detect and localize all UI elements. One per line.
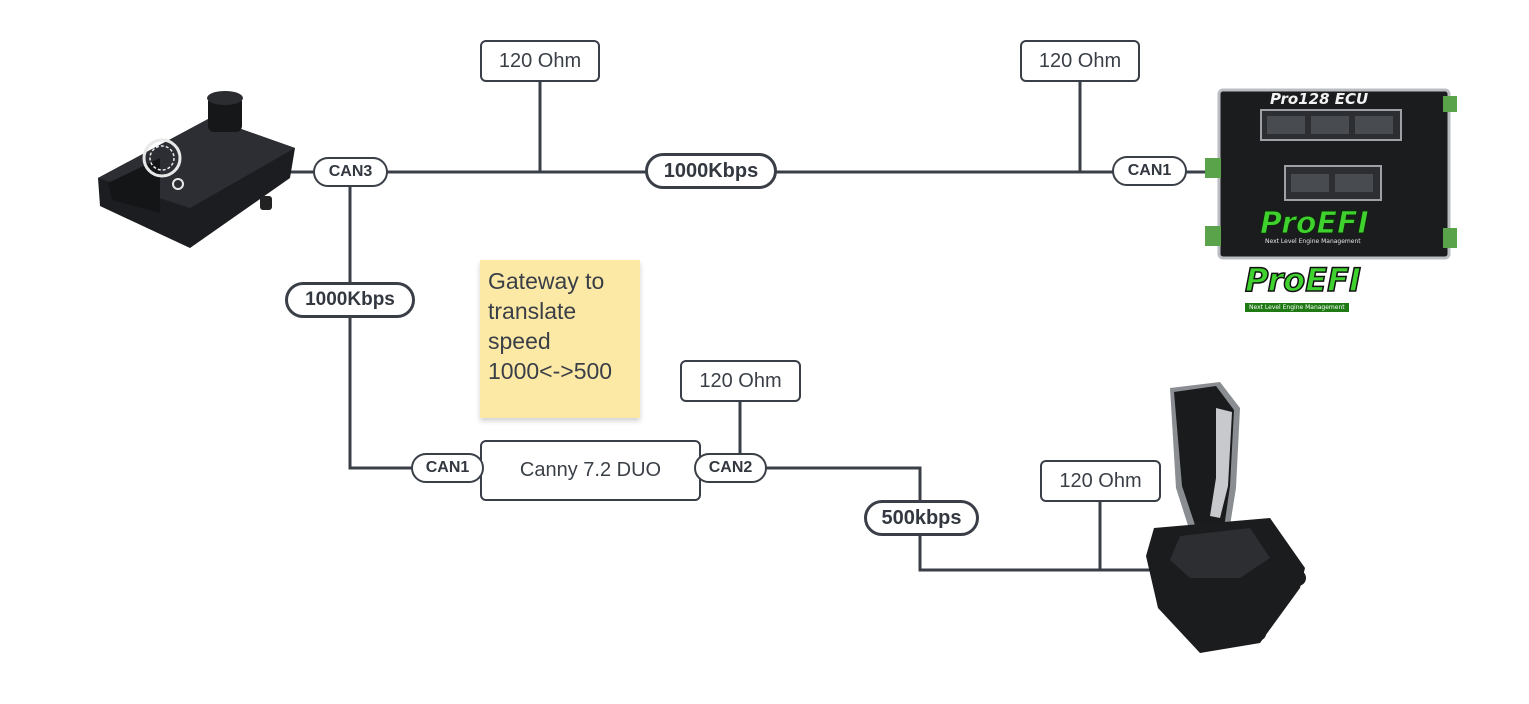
proefi-board-tagline: Next Level Engine Management [1265,238,1361,245]
port-label: CAN2 [708,459,753,476]
terminator-label: 120 Ohm [1059,469,1142,492]
speed-label: 500kbps [881,506,962,529]
canny-gateway-box: Canny 7.2 DUO [480,440,701,501]
left-bus-wire [348,172,480,470]
port-label: CAN1 [1127,162,1172,179]
proefi-logo-text: ProEFI [1244,261,1361,299]
gear-shifter-icon [1146,382,1306,653]
terminator-120-ohm-4: 120 Ohm [1040,460,1161,502]
terminator-120-ohm-2: 120 Ohm [1020,40,1140,82]
terminator-120-ohm-3: 120 Ohm [680,360,801,402]
speed-top-bus: 1000Kbps [645,153,777,189]
port-ecu-can1: CAN1 [1112,156,1187,186]
proefi-logo-tagline: Next Level Engine Management [1245,303,1349,312]
proefi-ecu-device: Pro128 ECU ProEFI Next Level Engine Mana… [1205,88,1460,312]
terminator-label: 120 Ohm [498,49,582,72]
can-ecu-device-image [98,91,295,248]
port-label: CAN3 [328,163,373,180]
port-can3: CAN3 [313,157,388,187]
speed-label: 1000Kbps [305,289,395,310]
port-canny-can1: CAN1 [411,453,484,483]
speed-left-bus: 1000Kbps [285,282,415,318]
terminator-label: 120 Ohm [1038,49,1122,72]
gateway-sticky-note: Gateway to translate speed 1000<->500 [480,260,640,418]
proefi-header-label: Pro128 ECU [1270,90,1369,108]
port-canny-can2: CAN2 [694,453,767,483]
speed-shifter-bus: 500kbps [864,500,979,536]
terminator-label: 120 Ohm [699,369,782,392]
port-label: CAN1 [425,459,470,476]
speed-label: 1000Kbps [663,159,759,182]
gateway-label: Canny 7.2 DUO [519,459,662,481]
proefi-ecu-image [1205,88,1457,260]
terminator-120-ohm-1: 120 Ohm [480,40,600,82]
proefi-logo: ProEFI Next Level Engine Management [1244,261,1395,312]
proefi-board-brand: ProEFI [1260,206,1370,242]
